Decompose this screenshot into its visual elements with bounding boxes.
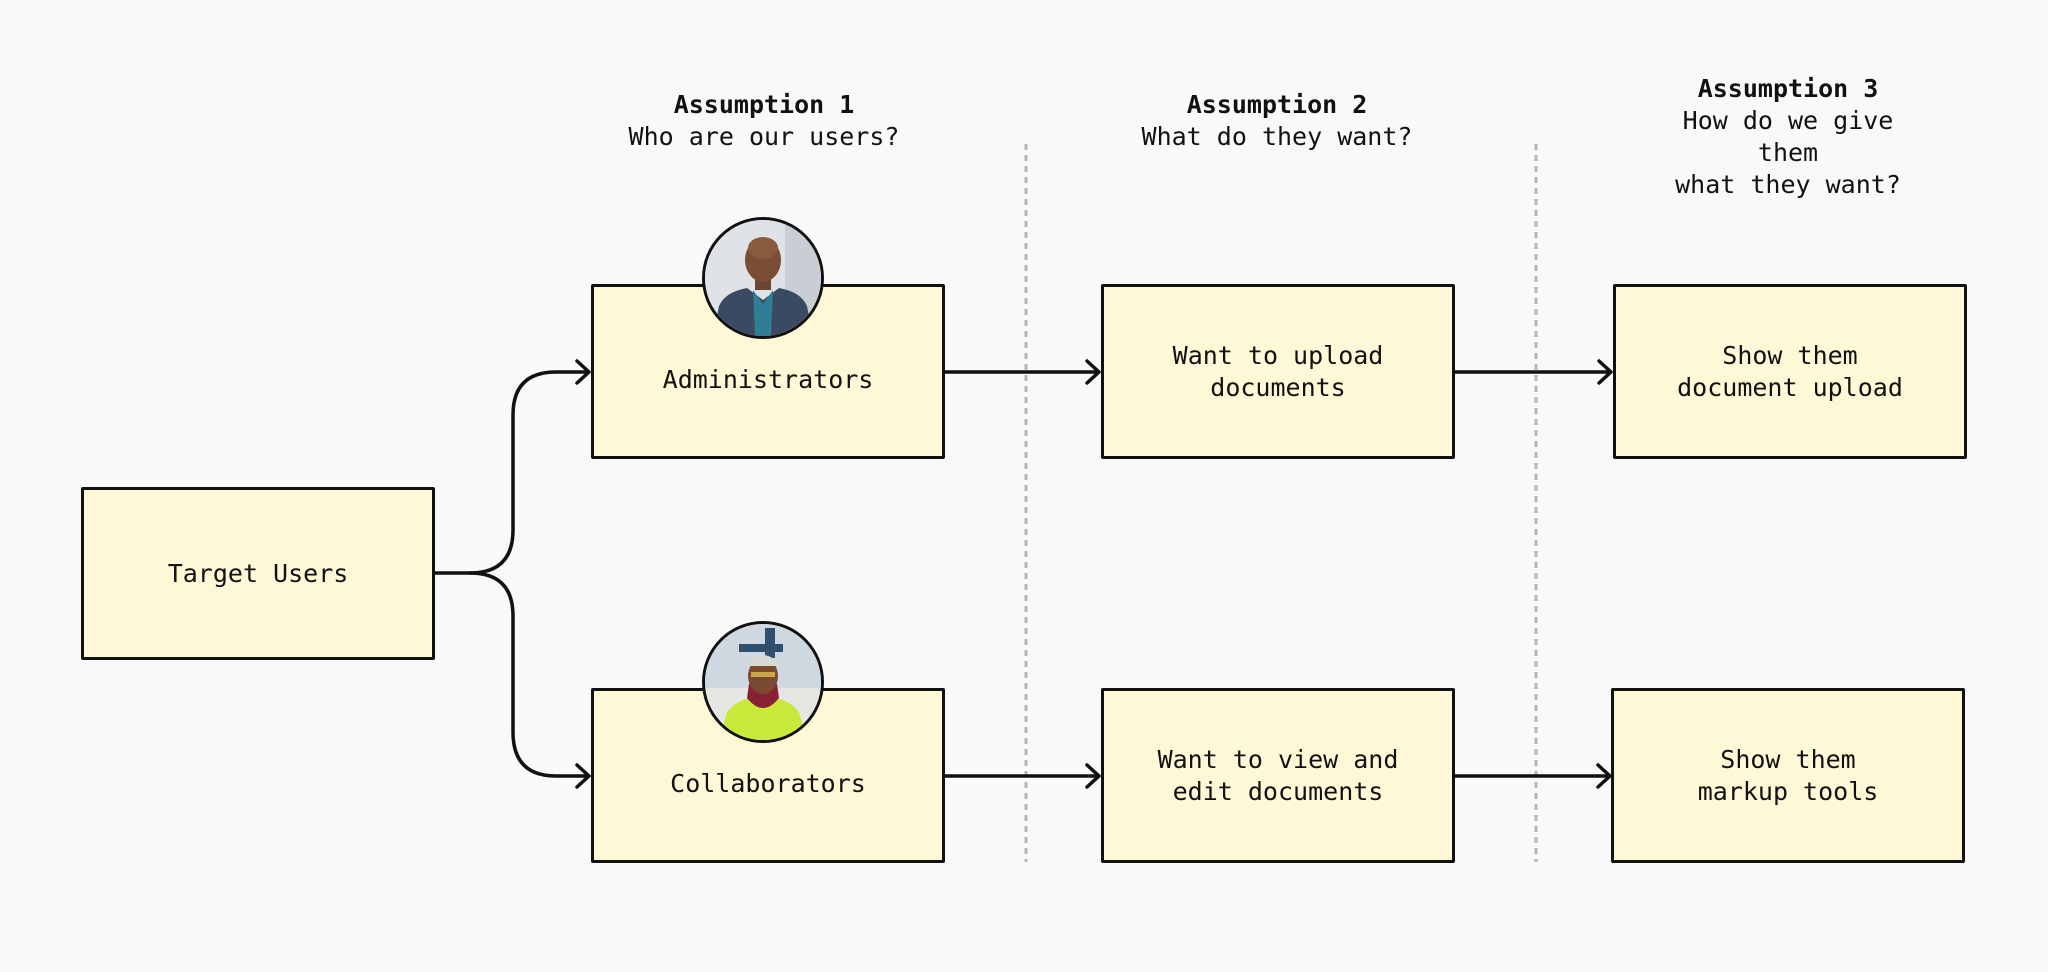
column-title: Assumption 1: [673, 90, 855, 119]
box-label: Administrators: [662, 364, 874, 394]
box-label: Show them document upload: [1677, 340, 1903, 402]
box-show-document-upload[interactable]: Show them document upload: [1613, 284, 1967, 459]
branch-connector-bottom: [468, 571, 590, 778]
column-subtitle: What do they want?: [1141, 122, 1413, 151]
arrowhead-administrators: [575, 359, 591, 385]
box-label: Want to view and edit documents: [1157, 744, 1399, 806]
column-title: Assumption 3: [1697, 74, 1879, 103]
branch-connector-top: [432, 370, 590, 575]
box-want-upload[interactable]: Want to upload documents: [1101, 284, 1455, 459]
avatar-collaborator: [702, 621, 824, 743]
box-label: Collaborators: [670, 768, 866, 798]
arrowhead-solution-upload: [1597, 359, 1613, 385]
arrowhead-solution-markup: [1596, 763, 1612, 789]
box-label: Target Users: [167, 558, 349, 588]
box-label: Show them markup tools: [1697, 744, 1879, 806]
person-portrait-icon: [705, 220, 821, 336]
box-label: Want to upload documents: [1172, 340, 1384, 402]
box-want-view-edit[interactable]: Want to view and edit documents: [1101, 688, 1455, 863]
arrowhead-want-upload: [1085, 359, 1101, 385]
arrowhead-collaborators: [575, 763, 591, 789]
avatar-administrator: [702, 217, 824, 339]
column-subtitle: Who are our users?: [628, 122, 900, 151]
person-portrait-icon: [705, 624, 821, 740]
column-heading-assumption-2: Assumption 2 What do they want?: [1142, 89, 1413, 153]
box-target-users[interactable]: Target Users: [81, 487, 435, 660]
column-heading-assumption-1: Assumption 1 Who are our users?: [629, 89, 900, 153]
column-heading-assumption-3: Assumption 3 How do we give them what th…: [1658, 73, 1918, 201]
column-subtitle: How do we give them what they want?: [1675, 106, 1901, 199]
column-title: Assumption 2: [1186, 90, 1368, 119]
box-show-markup-tools[interactable]: Show them markup tools: [1611, 688, 1965, 863]
arrowhead-want-edit: [1085, 763, 1101, 789]
